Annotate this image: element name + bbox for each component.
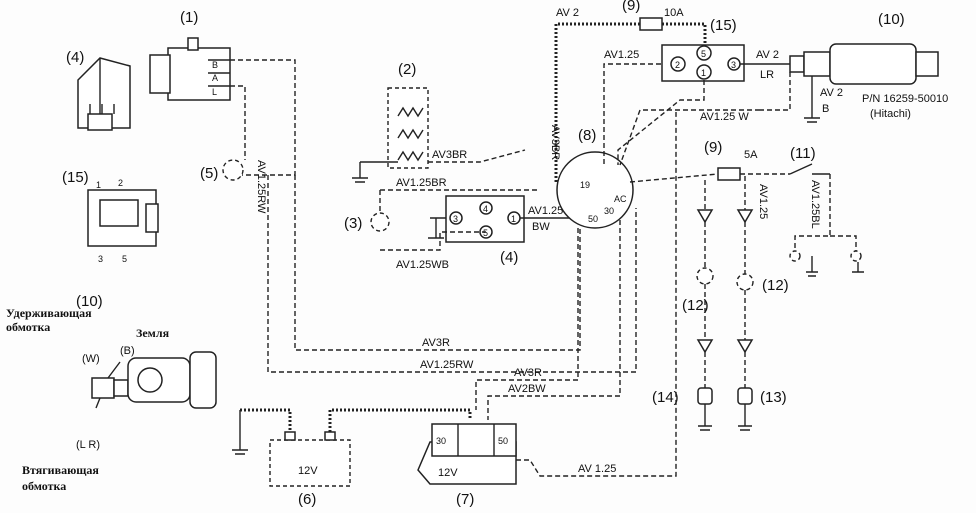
relay-right: 5 2 1 3 [661,44,745,82]
svg-text:2: 2 [675,60,680,70]
starter-relay: 3 4 5 1 [445,195,525,243]
pull-coil-label: Втягивающая обмотка [22,463,99,493]
hold-coil-label: Удерживающая обмотка [6,306,92,334]
ground-label: Земля [136,326,170,340]
label-7: (7) [456,491,474,508]
label-12-a: (12) [682,297,709,314]
manufacturer: (Hitachi) [870,108,911,120]
label-9-mid: (9) [704,139,722,156]
legend-w: (W) [82,353,100,365]
svg-text:50: 50 [588,214,598,224]
fuse-10a-label: 10A [664,7,684,19]
label-15-right: (15) [710,17,737,34]
wire-av2-b: AV 2 [820,87,843,99]
alternator: B A L [149,37,231,101]
svg-text:1: 1 [96,180,101,190]
warning-lamp [370,212,390,232]
switch-11 [789,163,830,175]
label-6: (6) [298,491,316,508]
svg-text:AC: AC [614,194,627,204]
fuse-5a [717,167,741,181]
wire-av125rw: AV1.25RW [420,359,474,371]
label-2: (2) [398,61,416,78]
wire-av125wb: AV1.25WB [396,259,449,271]
sensor-13 [737,387,753,405]
wire-bw: BW [532,221,550,233]
legend-b: (B) [120,345,135,357]
svg-text:5: 5 [701,49,706,59]
wire-av3r: AV3R [422,337,450,349]
svg-text:19: 19 [580,180,590,190]
label-14: (14) [652,389,679,406]
wire-av3br-vertical: AV3BR [549,125,561,160]
svg-text:4: 4 [483,204,488,214]
alt-terminal-a: A [212,73,218,83]
starter-voltage: 12V [438,467,458,479]
wire-av2-top: AV 2 [556,7,579,19]
legend-lr: (L R) [76,439,100,451]
wire-av125rw-vertical: AV1.25RW [255,160,267,214]
svg-text:3: 3 [98,254,103,264]
svg-text:30: 30 [604,206,614,216]
label-10-right: (10) [878,11,905,28]
wire-av125-vertical: AV1.25 [757,184,769,219]
label-13: (13) [760,389,787,406]
label-15-left: (15) [62,169,89,186]
fuse-10a [639,17,663,31]
charge-lamp [222,159,244,181]
label-11: (11) [790,145,816,162]
label-8: (8) [578,127,596,144]
label-5: (5) [200,165,218,182]
alt-terminal-l: L [212,87,217,97]
label-12-b: (12) [762,277,789,294]
ignition-switch: 19 AC 30 50 [556,151,634,229]
svg-text:5: 5 [122,254,127,264]
alt-terminal-b: B [212,60,218,70]
svg-text:1: 1 [511,214,516,224]
label-9-top: (9) [622,0,640,14]
wire-av125-mid: AV1.25 [528,205,563,217]
label-1: (1) [180,9,198,26]
svg-text:5: 5 [483,228,488,238]
relay-left: 1 2 3 5 [87,178,159,264]
label-4-left: (4) [66,49,84,66]
wire-av3r-low: AV3R [514,367,542,379]
wire-av125bl: AV1.25BL [809,180,821,229]
wire-av2bw: AV2BW [508,383,546,395]
fuse-5a-label: 5A [744,149,758,161]
resistor [387,87,429,169]
svg-text:30: 30 [436,436,446,446]
label-3: (3) [344,215,362,232]
svg-text:2: 2 [118,178,123,188]
wire-av2-right: AV 2 [756,49,779,61]
part-number: P/N 16259-50010 [862,93,948,105]
starter-motor: 30 50 12V [417,423,517,485]
wire-av3br: AV3BR [432,149,467,161]
wire-av125-top: AV1.25 [604,49,639,61]
svg-text:3: 3 [731,60,736,70]
sensor-14 [697,387,713,405]
battery: 12V [269,431,351,487]
svg-text:50: 50 [498,436,508,446]
label-4-center: (4) [500,249,518,266]
wire-av125br: AV1.25BR [396,177,447,189]
svg-text:3: 3 [453,214,458,224]
wire-av125-bottom: AV 1.25 [578,463,616,475]
solenoid-detail [91,351,217,409]
voltage-regulator [77,57,131,131]
wire-b-right: B [822,103,829,115]
label-10-left: (10) [76,293,103,310]
wire-lr-right: LR [760,69,774,81]
wire-av125w: AV1.25 W [700,111,749,123]
battery-voltage: 12V [298,465,318,477]
fuel-cut-solenoid [789,43,939,85]
svg-text:1: 1 [701,68,706,78]
